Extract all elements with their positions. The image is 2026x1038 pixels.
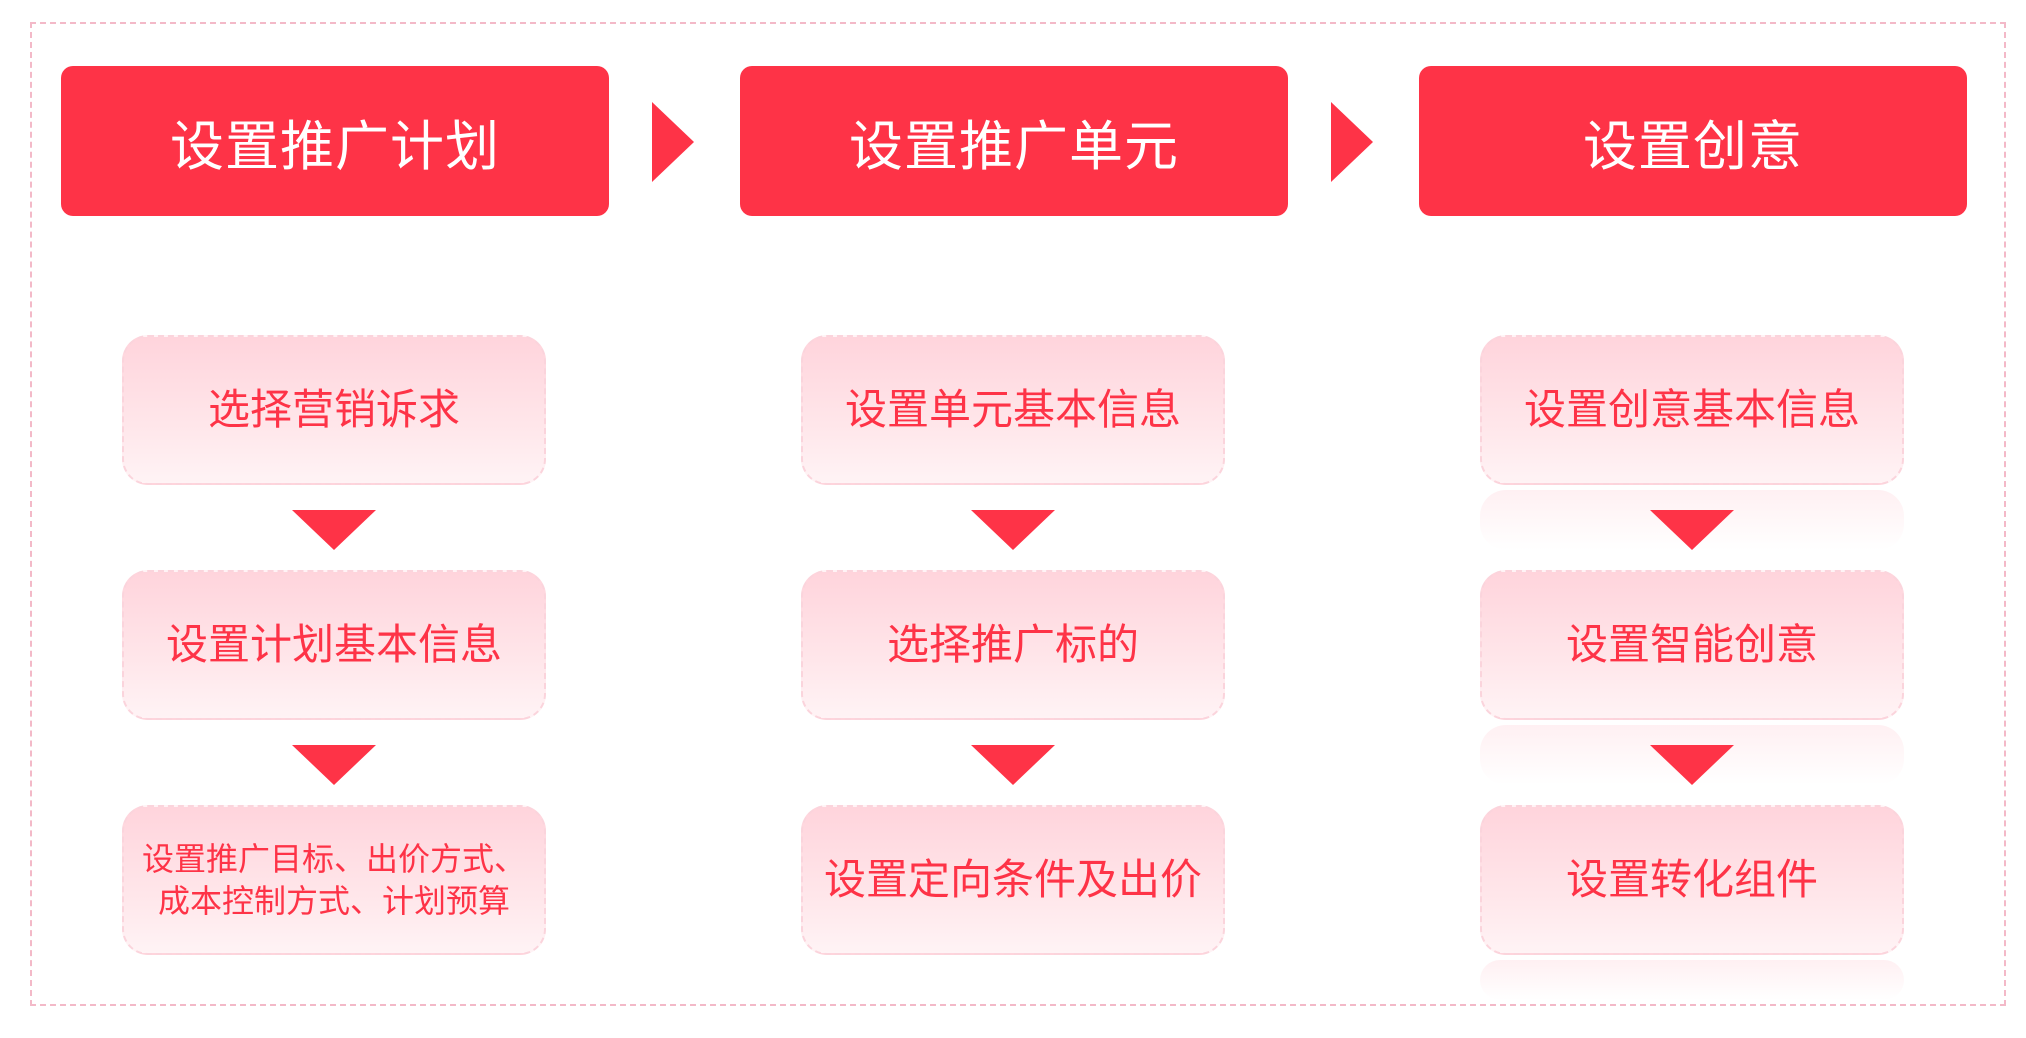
header-label: 设置推广计划 <box>170 114 500 178</box>
step-label: 设置智能创意 <box>1565 619 1818 669</box>
step-card: 设置单元基本信息 <box>801 335 1225 485</box>
step-label: 设置定向条件及出价 <box>823 854 1202 904</box>
step-label: 设置转化组件 <box>1565 854 1818 904</box>
step-card: 设置创意基本信息 <box>1480 335 1904 485</box>
step-card: 选择推广标的 <box>801 570 1225 720</box>
step-card: 设置智能创意 <box>1480 570 1904 720</box>
arrow-right-icon <box>652 102 694 182</box>
step-card: 设置推广目标、出价方式、 成本控制方式、计划预算 <box>122 805 546 955</box>
step-label: 设置创意基本信息 <box>1523 384 1860 434</box>
step-card: 设置转化组件 <box>1480 805 1904 955</box>
header-creative: 设置创意 <box>1419 66 1967 216</box>
arrow-right-icon <box>1331 102 1373 182</box>
arrow-down-icon <box>971 745 1055 785</box>
step-label: 选择推广标的 <box>886 619 1139 669</box>
step-card: 设置定向条件及出价 <box>801 805 1225 955</box>
step-label: 选择营销诉求 <box>207 384 460 434</box>
header-label: 设置推广单元 <box>849 114 1179 178</box>
arrow-down-icon <box>971 510 1055 550</box>
step-label: 设置单元基本信息 <box>844 384 1181 434</box>
arrow-down-icon <box>292 745 376 785</box>
step-label: 设置推广目标、出价方式、 成本控制方式、计划预算 <box>141 839 526 920</box>
arrow-down-icon <box>1650 745 1734 785</box>
header-label: 设置创意 <box>1583 114 1803 178</box>
arrow-down-icon <box>1650 510 1734 550</box>
diagram-frame <box>30 22 2006 1006</box>
step-label: 设置计划基本信息 <box>165 619 502 669</box>
step-card: 选择营销诉求 <box>122 335 546 485</box>
header-promotion-unit: 设置推广单元 <box>740 66 1288 216</box>
card-reflection <box>1480 960 1904 1000</box>
step-card: 设置计划基本信息 <box>122 570 546 720</box>
arrow-down-icon <box>292 510 376 550</box>
header-promotion-plan: 设置推广计划 <box>61 66 609 216</box>
